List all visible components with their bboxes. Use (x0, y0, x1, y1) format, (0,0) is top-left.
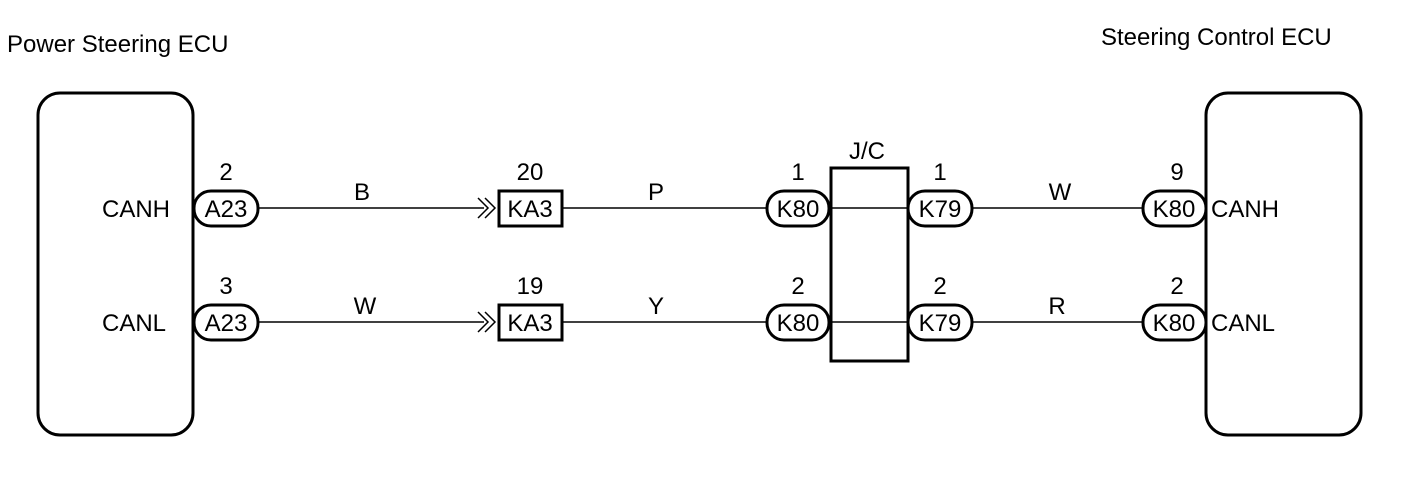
connector-k79-canh-label: K79 (919, 196, 962, 223)
connector-k79-canl-label: K79 (919, 310, 962, 337)
connector-k80-jc-canl (765, 303, 831, 342)
wire-color-p: P (648, 179, 664, 206)
connector-chevron-icon (477, 311, 497, 333)
connector-a23-canl (192, 303, 260, 342)
wire-color-y: Y (648, 293, 664, 320)
connector-k80-jc-canl-label: K80 (777, 310, 820, 337)
connector-k79-canh (906, 189, 974, 228)
pin-k79-canl: 2 (933, 273, 946, 300)
pin-k80-ecu-canl: 2 (1170, 273, 1183, 300)
left-canl-label: CANL (102, 310, 166, 337)
connector-k79-canl (906, 303, 974, 342)
connector-k80-ecu-canh-label: K80 (1153, 196, 1196, 223)
left-canh-label: CANH (102, 196, 170, 223)
right-ecu-title: Steering Control ECU (1101, 24, 1332, 51)
connector-ka3-canh (497, 189, 564, 228)
canl-circuit: A23 3 W KA3 19 Y K80 2 K79 2 R K80 2 (192, 273, 1208, 342)
wire-color-b: B (354, 179, 370, 206)
right-ecu-box (1204, 91, 1363, 437)
connector-a23-canl-label: A23 (205, 310, 248, 337)
connector-k80-ecu-canh (1141, 189, 1208, 228)
pin-k79-canh: 1 (933, 159, 946, 186)
connector-ka3-canl (497, 303, 564, 342)
connector-chevron-icon (477, 197, 497, 219)
connector-a23-canh-label: A23 (205, 196, 248, 223)
junction-label: J/C (849, 138, 885, 165)
right-canh-label: CANH (1211, 196, 1279, 223)
left-ecu-box (36, 91, 195, 437)
connector-ka3-canh-label: KA3 (507, 196, 552, 223)
wire-color-w-low: W (354, 293, 377, 320)
pin-k80-jc-canh: 1 (791, 159, 804, 186)
pin-k80-jc-canl: 2 (791, 273, 804, 300)
right-canl-label: CANL (1211, 310, 1275, 337)
connector-a23-canh (192, 189, 260, 228)
wire-color-r: R (1048, 293, 1065, 320)
connector-k80-jc-canh (765, 189, 831, 228)
pin-ka3-canl: 19 (517, 273, 544, 300)
wire-color-w-high: W (1049, 179, 1072, 206)
canh-circuit: A23 2 B KA3 20 P K80 1 K79 1 W K80 9 (192, 159, 1208, 228)
pin-a23-canh: 2 (219, 159, 232, 186)
junction-connector-box (829, 166, 910, 363)
connector-k80-ecu-canl-label: K80 (1153, 310, 1196, 337)
connector-ka3-canl-label: KA3 (507, 310, 552, 337)
pin-a23-canl: 3 (219, 273, 232, 300)
connector-k80-ecu-canl (1141, 303, 1208, 342)
connector-k80-jc-canh-label: K80 (777, 196, 820, 223)
pin-k80-ecu-canh: 9 (1170, 159, 1183, 186)
pin-ka3-canh: 20 (517, 159, 544, 186)
left-ecu-title: Power Steering ECU (7, 31, 228, 58)
